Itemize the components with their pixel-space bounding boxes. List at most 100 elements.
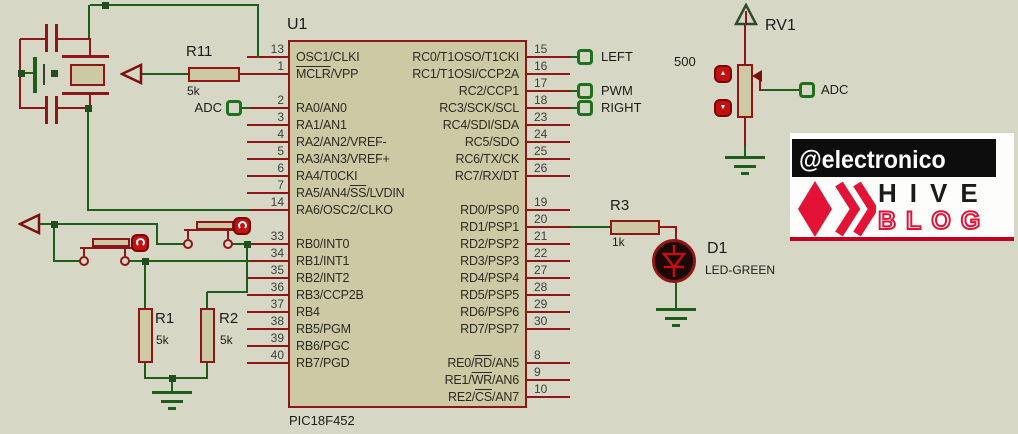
potentiometer-rv1-body[interactable] — [737, 64, 753, 118]
r11-ref: R11 — [186, 43, 213, 60]
crystal-ground-bar-small — [43, 64, 45, 85]
wire — [54, 260, 81, 262]
resistor-r2-body[interactable] — [200, 308, 215, 363]
pin-label: RD4/PSP4 — [460, 271, 519, 285]
wire — [88, 5, 90, 40]
wire — [89, 95, 91, 107]
pin-stub — [527, 73, 570, 75]
pin-label: OSC1/CLKI — [296, 50, 360, 64]
ground-icon — [672, 323, 680, 327]
wire — [675, 282, 677, 309]
wire — [88, 209, 249, 211]
capacitor-plate — [54, 24, 58, 52]
wire — [20, 38, 47, 40]
pin-number: 30 — [534, 314, 548, 328]
adc-right-label: ADC — [821, 82, 849, 97]
wire — [53, 224, 55, 262]
pin-number: 22 — [534, 246, 548, 260]
pin-label: RE1/WR/AN6 — [444, 373, 520, 387]
pin-stub — [247, 124, 288, 126]
wire — [570, 56, 579, 58]
wire — [241, 107, 249, 109]
pin-stub — [247, 209, 288, 211]
pin-stub — [527, 124, 570, 126]
button-cap[interactable] — [196, 221, 234, 230]
wire — [240, 73, 249, 75]
pin-number: 15 — [534, 42, 548, 56]
pin-stub — [527, 277, 570, 279]
mcu-u1-body[interactable] — [288, 40, 527, 408]
pin-number: 20 — [534, 212, 548, 226]
button-contact — [80, 247, 133, 249]
rv1-decrease-button[interactable]: ▼ — [714, 99, 732, 117]
wire — [570, 90, 579, 92]
pin-label: RE2/CS/AN7 — [448, 390, 519, 404]
pin-stub — [527, 311, 570, 313]
pin-label: RC6/TX/CK — [455, 152, 520, 166]
resistor-r1-body[interactable] — [138, 308, 153, 363]
wire — [129, 260, 249, 262]
wire-junction — [17, 69, 25, 77]
button-cap[interactable] — [92, 238, 130, 247]
wire — [570, 226, 611, 228]
right-net-terminal[interactable] — [577, 100, 593, 116]
pwm-net-terminal[interactable] — [577, 83, 593, 99]
pin-number: 2 — [277, 93, 284, 107]
pin-label: RB2/INT2 — [296, 271, 350, 285]
pin-number: 21 — [534, 229, 548, 243]
wire — [157, 243, 185, 245]
button-lead — [187, 230, 189, 239]
button-lead — [124, 248, 126, 256]
input-terminal-arrow-icon[interactable] — [119, 63, 143, 85]
wire-junction — [141, 257, 149, 265]
ground-icon — [152, 390, 192, 394]
pin-number: 17 — [534, 76, 548, 90]
wire — [90, 4, 259, 6]
button-toggle-1[interactable] — [131, 234, 149, 252]
pin-stub — [527, 243, 570, 245]
pin-label: RA4/T0CKI — [296, 169, 358, 183]
pin-label: RC7/RX/DT — [454, 169, 519, 183]
pin-number: 34 — [270, 246, 284, 260]
crystal-body[interactable] — [70, 64, 105, 86]
button-toggle-2[interactable] — [233, 217, 251, 235]
wire — [759, 76, 761, 91]
wire — [675, 226, 677, 241]
wire-junction — [50, 220, 58, 228]
pin-label: RC2/CCP1 — [458, 84, 519, 98]
pin-label: RA6/OSC2/CLKO — [296, 203, 393, 217]
wire — [207, 291, 248, 293]
adc-right-terminal[interactable] — [799, 82, 815, 98]
left-net-terminal[interactable] — [577, 49, 593, 65]
pin-number: 35 — [270, 263, 284, 277]
led-d1-body[interactable] — [652, 239, 696, 283]
wire — [142, 73, 190, 75]
wire — [156, 224, 158, 245]
pin-number: 3 — [277, 110, 284, 124]
pin-stub — [247, 362, 288, 364]
r2-ref: R2 — [219, 310, 239, 327]
wire-junction — [101, 1, 109, 9]
pin-number: 26 — [534, 161, 548, 175]
power-terminal-icon[interactable] — [733, 2, 759, 26]
rv1-increase-button[interactable]: ▲ — [714, 65, 732, 83]
r2-value: 5k — [220, 333, 233, 347]
input-terminal-arrow-icon[interactable] — [17, 213, 41, 235]
resistor-r3-body[interactable] — [610, 220, 660, 235]
wire — [744, 144, 746, 157]
pin-stub — [527, 260, 570, 262]
pin-number: 8 — [534, 348, 541, 362]
pin-stub — [527, 294, 570, 296]
button-lead — [83, 248, 85, 256]
wire — [206, 292, 208, 309]
pin-stub — [247, 311, 288, 313]
pin-number: 19 — [534, 195, 548, 209]
pin-label: RD0/PSP0 — [460, 203, 519, 217]
pin-label: RB6/PGC — [296, 339, 350, 353]
wire-junction — [168, 374, 176, 382]
pin-stub — [527, 362, 570, 364]
adc-left-terminal[interactable] — [226, 100, 242, 116]
resistor-r11-body[interactable] — [188, 67, 240, 82]
pin-number: 1 — [277, 59, 284, 73]
pin-stub — [247, 141, 288, 143]
